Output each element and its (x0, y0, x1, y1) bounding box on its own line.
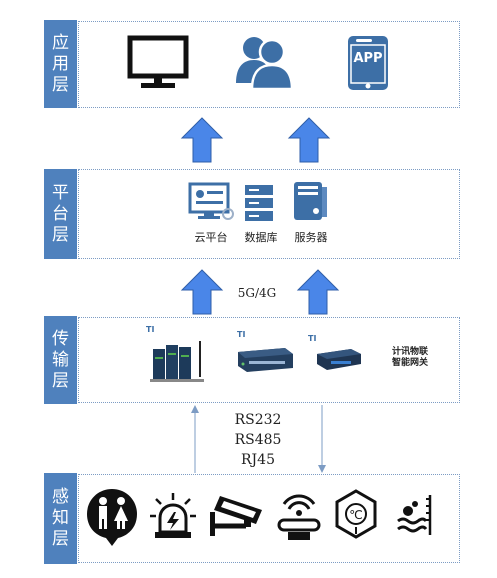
server-icon (294, 182, 327, 220)
protocol-label: RS485 (234, 432, 282, 448)
transmission-layer-label: 传输层 (52, 328, 69, 391)
security-camera-icon (210, 496, 262, 536)
app-icon-text: APP (353, 51, 383, 66)
protocol-label: RJ45 (241, 452, 275, 468)
gateway-note-line: 计讯物联 (391, 347, 428, 357)
network-label: 5G/4G (237, 286, 277, 300)
water-level-icon (397, 495, 432, 535)
sensor-signal-icon (277, 494, 321, 540)
perception-layer-tag: 感知层 (44, 473, 77, 564)
users-icon (236, 37, 294, 91)
temperature-sensor-icon: ℃ (335, 489, 377, 539)
transmission-layer-tag: 传输层 (44, 316, 77, 404)
up-arrow (180, 117, 224, 163)
gateway-device-icon (317, 349, 361, 370)
perception-layer-box (78, 474, 460, 563)
gateway-device-icon (238, 348, 293, 372)
platform-item-label: 云平台 (194, 231, 228, 244)
perception-layer-label: 感知层 (52, 487, 69, 549)
restroom-icon (87, 489, 137, 546)
up-arrow (180, 269, 224, 315)
protocol-label: RS232 (234, 412, 282, 428)
application-layer-tag: 应用层 (44, 20, 77, 108)
monitor-icon (127, 35, 189, 88)
svg-text:℃: ℃ (349, 508, 362, 522)
platform-layer-tag: 平台层 (44, 169, 77, 259)
application-layer-label: 应用层 (52, 32, 69, 95)
gateway-note: 计讯物联 智能网关 (386, 347, 434, 369)
gateway-brand-mark: TI (237, 330, 246, 339)
gateway-brand-mark: TI (146, 325, 155, 334)
database-icon (245, 185, 273, 221)
up-arrow (296, 269, 340, 315)
platform-layer-label: 平台层 (52, 182, 69, 245)
gateway-brand-mark: TI (308, 334, 317, 343)
platform-item-label: 数据库 (244, 231, 278, 244)
platform-item-label: 服务器 (294, 231, 328, 244)
app-phone-icon (348, 36, 388, 90)
gateway-device-icon (150, 341, 204, 382)
uplink-arrow (191, 405, 199, 473)
up-arrow (287, 117, 331, 163)
alarm-light-icon (150, 493, 196, 538)
cloud-platform-icon (188, 182, 234, 220)
gateway-note-line: 智能网关 (391, 358, 428, 368)
downlink-arrow (318, 405, 326, 473)
